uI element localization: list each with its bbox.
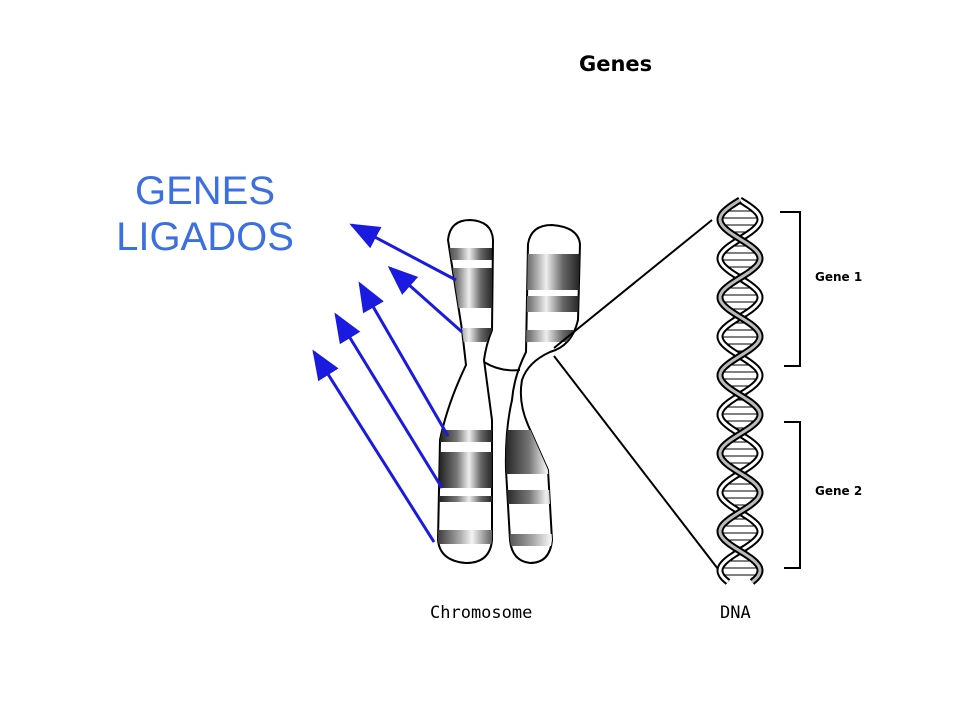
centromere: [483, 361, 521, 372]
arrow-3: [358, 281, 450, 437]
zoom-lines: [553, 219, 729, 583]
arrow-2: [387, 266, 463, 334]
dna-helix: [716, 197, 764, 585]
dna-strand-highlight-1: [718, 198, 762, 584]
gene-2-label: Gene 2: [815, 484, 863, 498]
dna-caption: DNA: [720, 603, 751, 623]
label-line-1: GENES: [134, 169, 276, 213]
chromosome-caption: Chromosome: [430, 603, 533, 623]
gene-brackets: [780, 211, 801, 569]
label-line-2: LIGADOS: [116, 215, 294, 259]
figure-title: Genes: [579, 52, 653, 76]
arrow-1: [349, 223, 457, 282]
gene-2-bracket: [784, 421, 801, 569]
dna-strand-highlight-2: [718, 198, 762, 584]
arrow-4: [334, 312, 444, 489]
linked-gene-arrows: [312, 223, 463, 543]
arrow-5: [312, 349, 436, 543]
genes-ligados-label: GENES LIGADOS: [100, 168, 310, 260]
chromosome: [436, 218, 582, 565]
gene-1-label: Gene 1: [815, 270, 863, 284]
gene-1-bracket: [780, 211, 801, 367]
